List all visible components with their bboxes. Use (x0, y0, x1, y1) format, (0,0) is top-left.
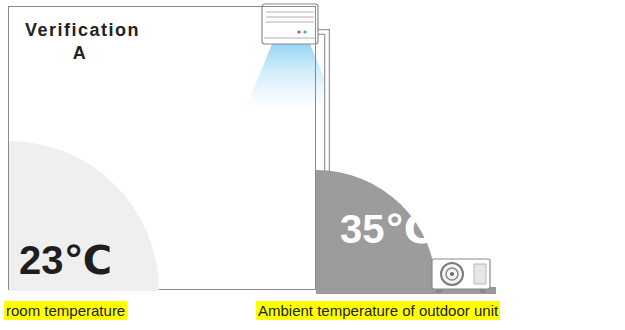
room-temp-zone: 23℃ (9, 141, 159, 291)
outdoor-unit (430, 256, 494, 296)
room-temp-label: room temperature (4, 301, 127, 320)
room-title: Verification A (25, 19, 135, 65)
room-box: Verification A 23℃ (8, 6, 316, 290)
air-flow (244, 44, 338, 112)
outdoor-temp-value: 35℃ (340, 206, 433, 252)
room-temp-value: 23℃ (19, 237, 112, 283)
outdoor-temp-zone: 35℃ (316, 170, 436, 288)
indoor-unit (262, 4, 318, 44)
outdoor-temp-label: Ambient temperature of outdoor unit (256, 301, 500, 320)
